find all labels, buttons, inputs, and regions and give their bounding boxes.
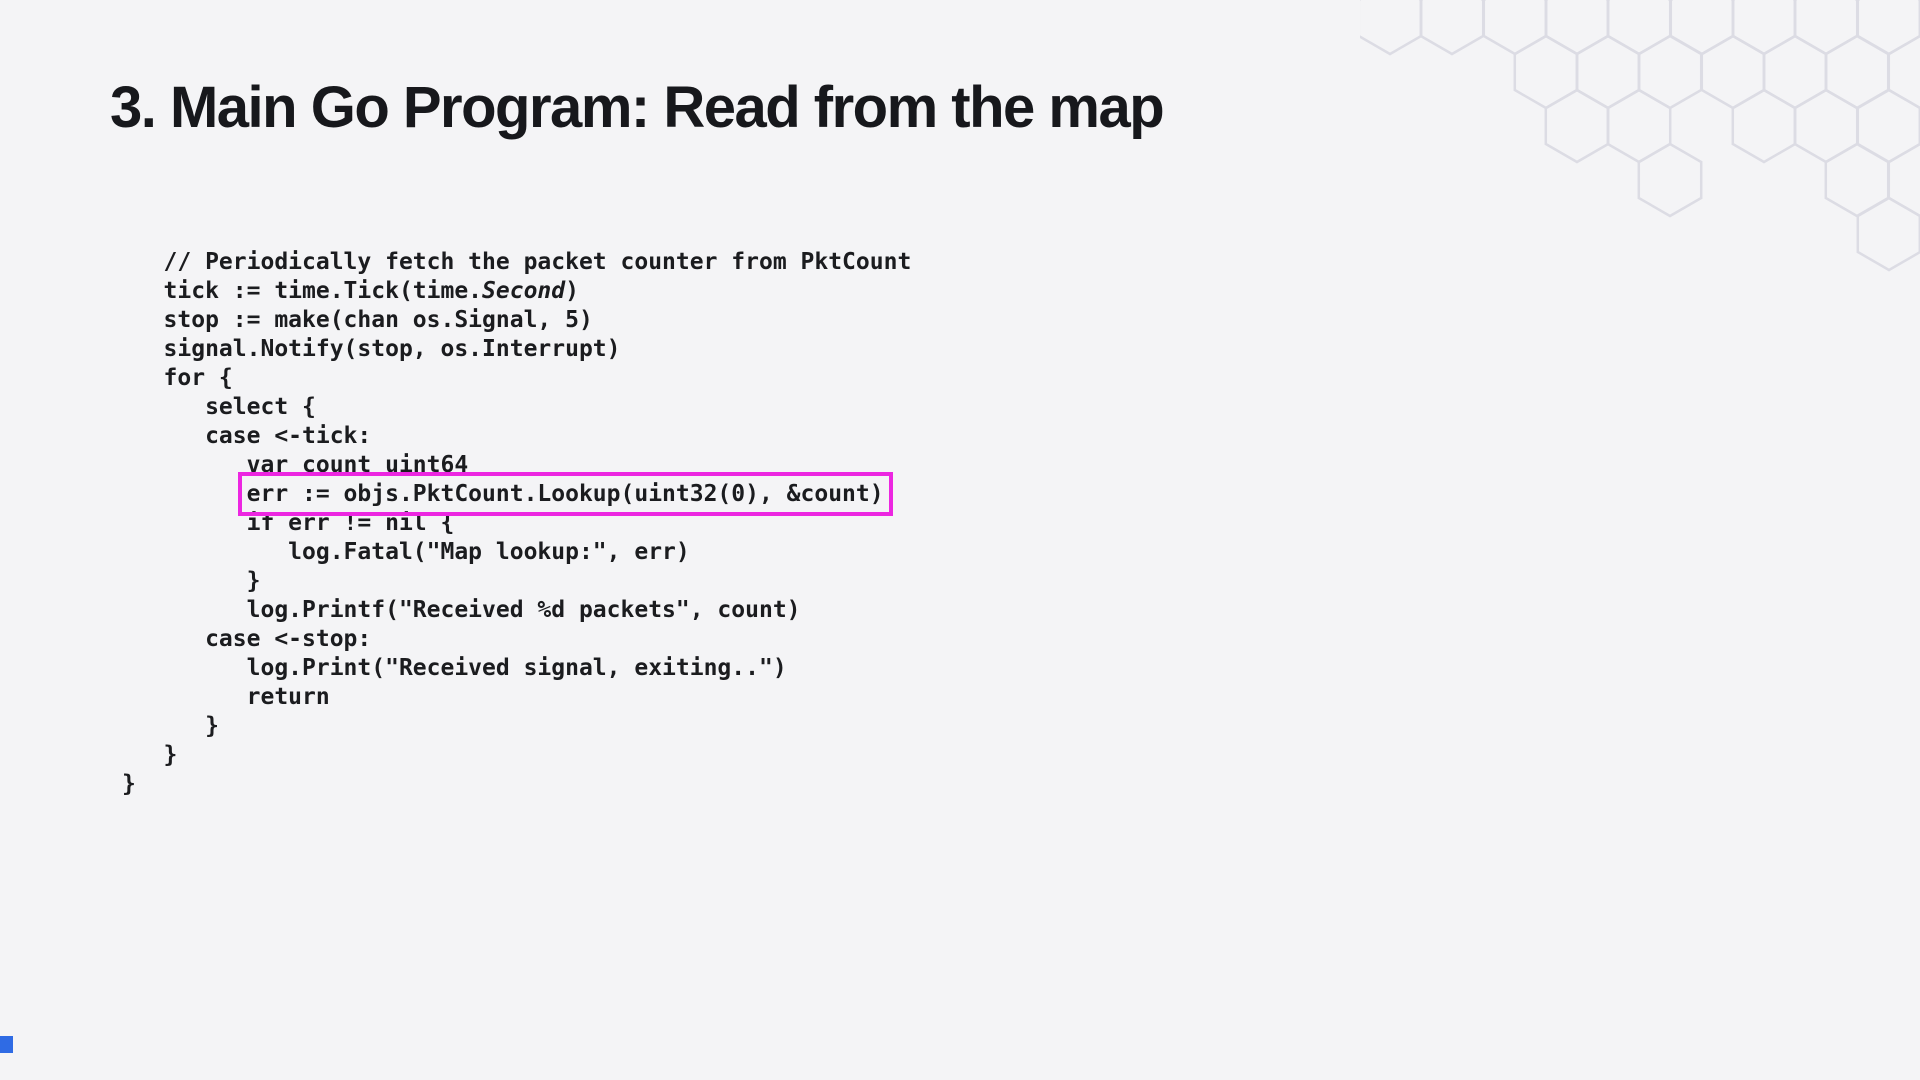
code-segment: // Periodically fetch the packet counter… bbox=[122, 249, 912, 275]
code-segment: } bbox=[122, 742, 178, 768]
code-line: log.Printf("Received %d packets", count) bbox=[122, 596, 911, 625]
hexagon-shape bbox=[1824, 142, 1890, 218]
code-line: } bbox=[122, 712, 911, 741]
code-block: // Periodically fetch the packet counter… bbox=[122, 248, 911, 799]
hexagon-pattern-decoration bbox=[1360, 0, 1920, 272]
code-line: log.Print("Received signal, exiting..") bbox=[122, 654, 911, 683]
code-line: log.Fatal("Map lookup:", err) bbox=[122, 538, 911, 567]
hexagon-shape bbox=[1824, 34, 1890, 110]
code-line: // Periodically fetch the packet counter… bbox=[122, 248, 912, 277]
code-line: return bbox=[122, 683, 911, 712]
code-segment: } bbox=[122, 568, 261, 594]
code-segment-italic: Second bbox=[482, 278, 566, 304]
code-line: } bbox=[122, 567, 911, 596]
hexagon-shape bbox=[1544, 88, 1610, 164]
hexagon-shape bbox=[1606, 0, 1672, 56]
hexagon-shape bbox=[1856, 196, 1920, 272]
hexagon-shape bbox=[1762, 34, 1828, 110]
code-line: var count uint64 bbox=[122, 451, 911, 480]
code-segment: tick := time.Tick(time. bbox=[122, 278, 483, 304]
hexagon-shape bbox=[1731, 88, 1797, 164]
code-segment: log.Fatal("Map lookup:", err) bbox=[122, 539, 690, 565]
hexagon-shape bbox=[1887, 34, 1920, 110]
code-highlight-box: err := objs.PktCount.Lookup(uint32(0), &… bbox=[237, 472, 893, 516]
hexagon-shape bbox=[1544, 0, 1610, 56]
code-segment: var count uint64 bbox=[122, 452, 469, 478]
code-segment: signal.Notify(stop, os.Interrupt) bbox=[122, 336, 621, 362]
hexagon-shape bbox=[1793, 88, 1859, 164]
code-line: err := objs.PktCount.Lookup(uint32(0), &… bbox=[122, 472, 911, 516]
hexagon-shape bbox=[1856, 0, 1920, 56]
hexagon-shape bbox=[1856, 88, 1920, 164]
code-line: stop := make(chan os.Signal, 5) bbox=[122, 306, 911, 335]
code-segment: stop := make(chan os.Signal, 5) bbox=[122, 307, 593, 333]
hexagon-shape bbox=[1637, 142, 1703, 218]
code-line: for { bbox=[122, 364, 911, 393]
hexagon-shape bbox=[1360, 0, 1423, 56]
hexagon-shape bbox=[1606, 88, 1672, 164]
code-segment: } bbox=[122, 771, 136, 797]
code-line: tick := time.Tick(time.Second) bbox=[122, 277, 911, 306]
slide-title: 3. Main Go Program: Read from the map bbox=[110, 75, 1165, 140]
hexagon-shape bbox=[1419, 0, 1485, 56]
code-line: } bbox=[122, 741, 911, 770]
hexagon-shape bbox=[1700, 34, 1766, 110]
code-line: } bbox=[122, 770, 911, 799]
code-line: select { bbox=[122, 393, 911, 422]
code-segment: select { bbox=[122, 394, 316, 420]
hexagon-shape bbox=[1887, 142, 1920, 218]
hexagon-shape bbox=[1575, 34, 1641, 110]
code-segment: case <-tick: bbox=[122, 423, 372, 449]
hexagon-shape bbox=[1637, 34, 1703, 110]
code-line: case <-stop: bbox=[122, 625, 911, 654]
code-segment: ) bbox=[565, 278, 579, 304]
code-segment: for { bbox=[122, 365, 233, 391]
code-line: case <-tick: bbox=[122, 422, 911, 451]
code-segment: return bbox=[122, 684, 330, 710]
hexagon-shape bbox=[1731, 0, 1797, 56]
hexagon-shape bbox=[1482, 0, 1548, 56]
hexagon-shape bbox=[1793, 0, 1859, 56]
code-segment: log.Print("Received signal, exiting..") bbox=[122, 655, 787, 681]
code-segment: log.Printf("Received %d packets", count) bbox=[122, 597, 801, 623]
code-line: if err != nil { bbox=[122, 509, 911, 538]
hexagon-shape bbox=[1669, 0, 1735, 56]
code-segment: if err != nil { bbox=[122, 510, 455, 536]
code-segment: } bbox=[122, 713, 219, 739]
corner-accent-square bbox=[0, 1036, 13, 1053]
code-segment: case <-stop: bbox=[122, 626, 372, 652]
hexagon-shape bbox=[1513, 34, 1579, 110]
code-line: signal.Notify(stop, os.Interrupt) bbox=[122, 335, 911, 364]
